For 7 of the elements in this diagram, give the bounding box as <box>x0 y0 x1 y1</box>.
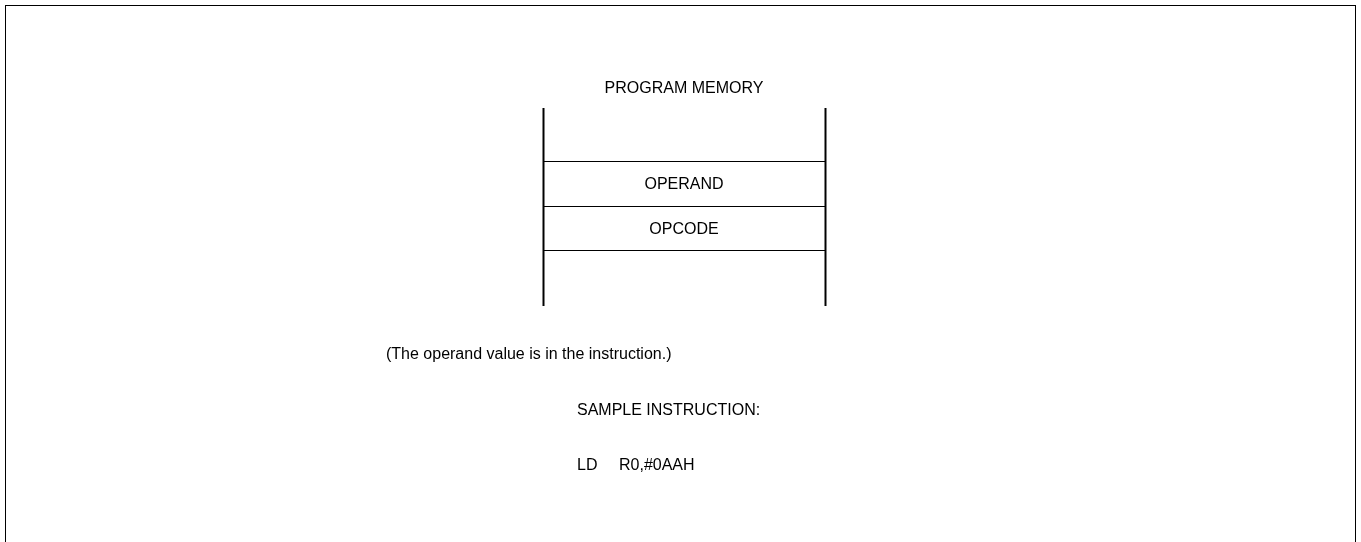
memory-cell: OPCODE <box>543 207 825 251</box>
memory-cell: OPERAND <box>543 161 825 207</box>
sample-heading: SAMPLE INSTRUCTION: <box>577 400 761 420</box>
memory-title: PROGRAM MEMORY <box>603 78 765 98</box>
instruction-operands: R0,#0AAH <box>619 455 695 475</box>
instruction-mnemonic: LD <box>577 455 598 475</box>
caption-text: (The operand value is in the instruction.) <box>386 344 672 364</box>
